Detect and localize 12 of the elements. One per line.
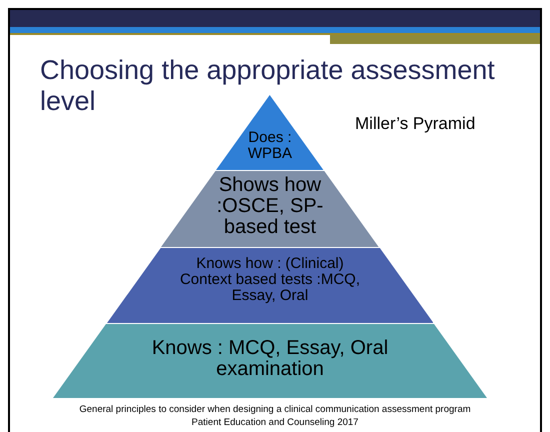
- pyramid-base-tier: [53, 324, 487, 398]
- citation-text: General principles to consider when designing a clinical communication assessment program: [78, 404, 472, 415]
- tier-label: Does : WPBA: [246, 130, 294, 162]
- pyramid-heading: Miller’s Pyramid: [355, 114, 476, 134]
- slide-title: Choosing the appropriate assessment level: [40, 55, 496, 116]
- pyramid-top-tier: [216, 95, 324, 170]
- tier-label: Shows how :OSCE, SP-based test: [216, 175, 324, 238]
- tier-label: Knows : MCQ, Essay, Oral examination: [150, 338, 390, 380]
- tier-label: Knows how : (Clinical) Context based tests :MCQ, Essay, Oral: [178, 256, 362, 304]
- pyramid-tier: [161, 171, 379, 247]
- pyramid-tier: [106, 248, 434, 323]
- citation-text: Patient Education and Counseling 2017: [190, 417, 360, 428]
